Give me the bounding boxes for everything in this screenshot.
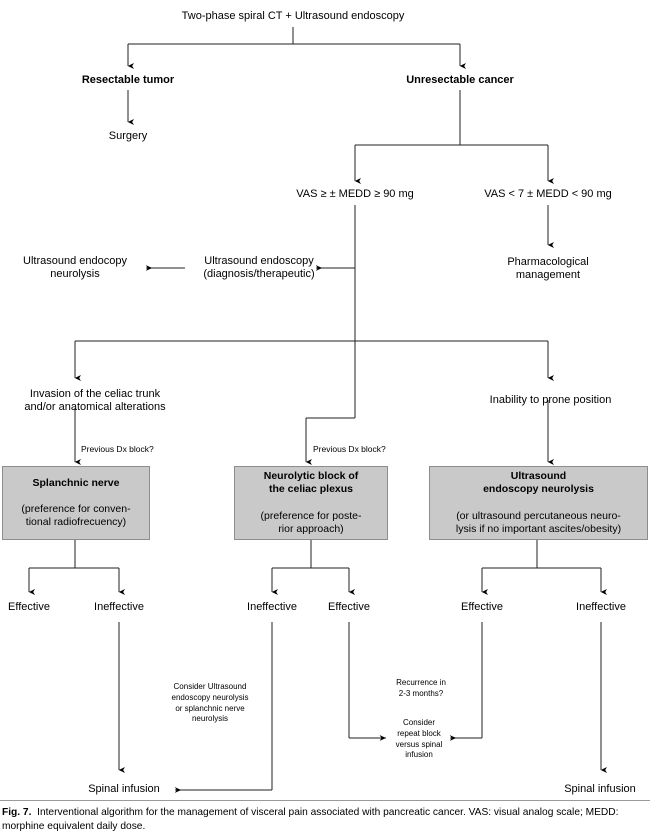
box-ultrasound-endoscopy-neurolysis[interactable]: Ultrasound endoscopy neurolysis (or ultr… xyxy=(429,466,648,540)
node-spinal-infusion-left: Spinal infusion xyxy=(88,783,160,795)
annotation-recurrence: Recurrence in 2-3 months? xyxy=(396,678,446,698)
label-previous-dx-block-mid: Previous Dx block? xyxy=(313,444,386,454)
node-spinal-infusion-right: Spinal infusion xyxy=(564,783,636,795)
caption-divider xyxy=(0,800,650,801)
node-vas-high: VAS ≥ ± MEDD ≥ 90 mg xyxy=(296,188,414,200)
box-usneuro-header: Ultrasound endoscopy neurolysis xyxy=(483,469,594,496)
node-unresectable-cancer: Unresectable cancer xyxy=(406,74,514,86)
outcome-left-effective: Effective xyxy=(8,601,50,613)
node-ultrasound-endocopy-neurolysis: Ultrasound endocopy neurolysis xyxy=(23,255,127,281)
box-splanchnic-header: Splanchnic nerve xyxy=(32,476,120,489)
box-splanchnic-sub: (preference for conven- tional radiofrec… xyxy=(21,503,131,529)
annotation-consider-ultrasound: Consider Ultrasound endoscopy neurolysis… xyxy=(171,682,249,724)
outcome-right-effective: Effective xyxy=(461,601,503,613)
box-usneuro-sub: (or ultrasound percutaneous neuro- lysis… xyxy=(455,509,622,535)
node-root: Two-phase spiral CT + Ultrasound endosco… xyxy=(181,10,405,22)
node-invasion-celiac-trunk: Invasion of the celiac trunk and/or anat… xyxy=(24,388,166,414)
figure-label: Fig. 7. xyxy=(2,807,32,818)
node-vas-low: VAS < 7 ± MEDD < 90 mg xyxy=(484,188,612,200)
node-ultrasound-endoscopy: Ultrasound endoscopy (diagnosis/therapeu… xyxy=(203,255,315,281)
box-splanchnic-nerve[interactable]: Splanchnic nerve (preference for conven-… xyxy=(2,466,150,540)
figure-caption: Fig. 7. Interventional algorithm for the… xyxy=(2,806,648,834)
node-surgery: Surgery xyxy=(108,130,148,142)
node-inability-prone-position: Inability to prone position xyxy=(489,394,612,406)
box-neurolytic-celiac-plexus[interactable]: Neurolytic block of the celiac plexus (p… xyxy=(234,466,388,540)
figure-caption-text: Interventional algorithm for the managem… xyxy=(2,807,619,833)
box-neurolytic-header: Neurolytic block of the celiac plexus xyxy=(263,469,359,496)
annotation-consider-repeat-block: Consider repeat block versus spinal infu… xyxy=(395,718,443,760)
outcome-left-ineffective: Ineffective xyxy=(94,601,144,613)
box-neurolytic-sub: (preference for poste- rior approach) xyxy=(260,509,362,535)
outcome-mid-ineffective: Ineffective xyxy=(247,601,297,613)
outcome-right-ineffective: Ineffective xyxy=(576,601,626,613)
node-resectable-tumor: Resectable tumor xyxy=(81,74,175,86)
node-pharmacological-management: Pharmacological management xyxy=(507,256,589,282)
outcome-mid-effective: Effective xyxy=(328,601,370,613)
label-previous-dx-block-left: Previous Dx block? xyxy=(81,444,154,454)
